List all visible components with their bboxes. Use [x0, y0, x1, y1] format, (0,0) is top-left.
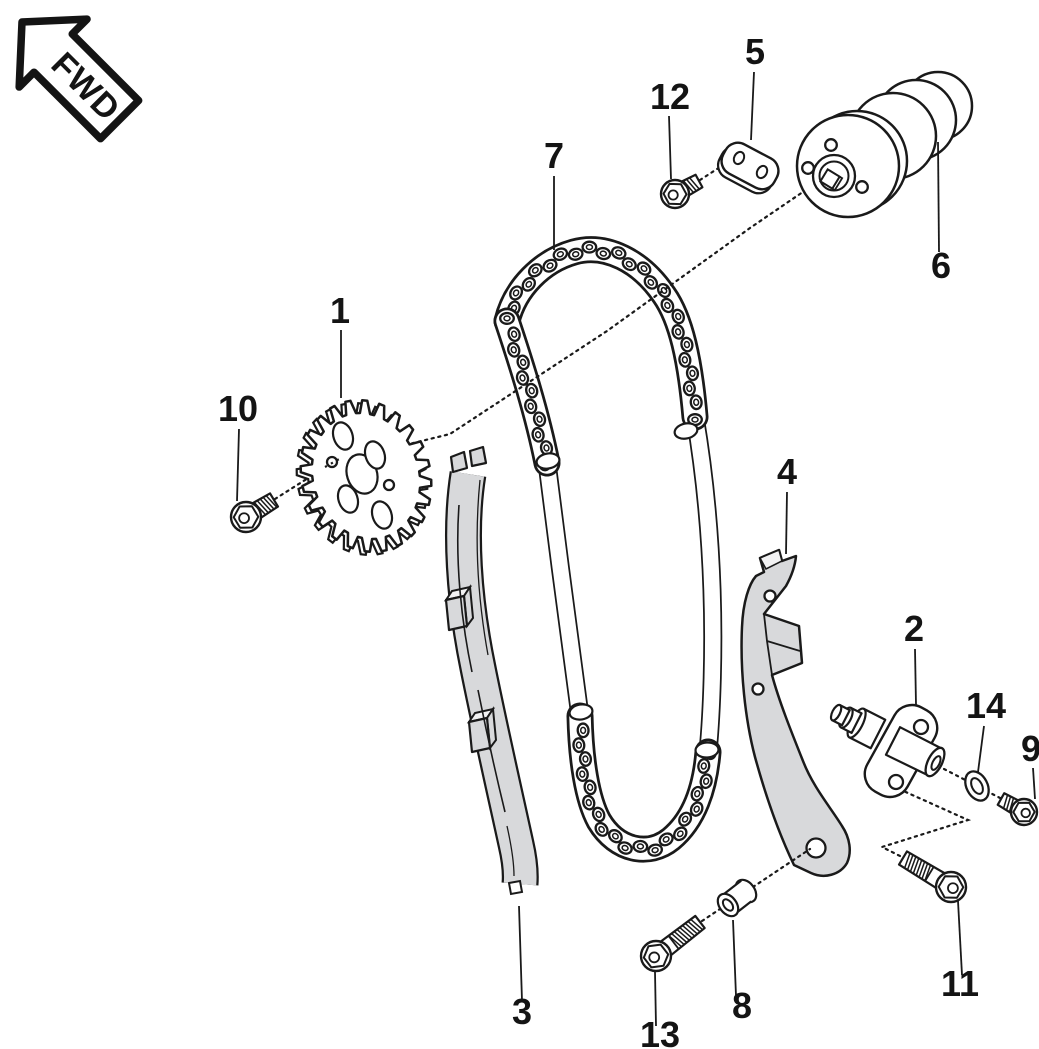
bolt-9-part — [996, 792, 1039, 827]
camshaft-part — [795, 70, 974, 219]
part-number-label: 7 — [544, 135, 564, 176]
leader-line — [668, 115, 672, 180]
bolt-10-part — [229, 492, 280, 534]
part-number-label: 13 — [640, 1014, 680, 1049]
part-number-label: 5 — [745, 31, 765, 72]
dotted-bolt12-plate — [698, 158, 733, 182]
callout-11-flange-bolt: 11 — [941, 900, 979, 1004]
leader-line — [957, 900, 963, 976]
tensioner-arm-part — [740, 548, 851, 877]
part-number-label: 9 — [1021, 728, 1039, 769]
leader-line — [937, 141, 940, 253]
leader-line — [732, 919, 737, 997]
callout-10-flange-bolt: 10 — [218, 388, 258, 502]
callout-7-cam-chain: 7 — [544, 135, 564, 250]
retainer-plate-part — [716, 141, 780, 195]
part-number-label: 10 — [218, 388, 258, 429]
bolt-11-part — [897, 850, 968, 904]
callout-13-flange-bolt: 13 — [640, 971, 680, 1049]
callout-1-cam-sprocket: 1 — [330, 290, 350, 398]
leader-line — [1032, 767, 1036, 800]
part-number-label: 2 — [904, 608, 924, 649]
leader-line — [518, 905, 523, 1002]
fwd-direction-badge: FWD — [15, 15, 143, 143]
part-number-label: 4 — [777, 451, 797, 492]
callout-2-chain-tensioner: 2 — [904, 608, 924, 706]
part-number-label: 3 — [512, 991, 532, 1032]
part-number-label: 12 — [650, 76, 690, 117]
chain-tensioner-part — [829, 703, 946, 799]
cam-chain-part — [493, 236, 723, 863]
bolt-12-part — [659, 173, 704, 210]
fwd-arrow-icon — [15, 15, 143, 143]
callout-12-flange-bolt: 12 — [650, 76, 690, 180]
callout-3-chain-guide: 3 — [512, 905, 532, 1032]
callout-8-collar: 8 — [732, 919, 752, 1026]
callout-4-tensioner-arm: 4 — [777, 451, 797, 555]
dotted-tensioner-bolt11-zigzag — [879, 787, 972, 860]
callout-6-camshaft: 6 — [931, 141, 951, 286]
leader-line — [914, 648, 917, 706]
part-number-label: 11 — [941, 963, 979, 1004]
part-number-label: 1 — [330, 290, 350, 331]
part-number-label: 6 — [931, 245, 951, 286]
callout-5-retainer-plate: 5 — [745, 31, 765, 141]
bolt-13-part — [639, 914, 706, 973]
part-number-label: 14 — [966, 685, 1006, 726]
leader-line — [977, 725, 985, 773]
callout-14-washer: 14 — [966, 685, 1006, 773]
chain-guide-part — [443, 445, 539, 896]
leader-line — [236, 428, 240, 502]
cam-sprocket-part — [295, 398, 433, 557]
leader-line — [750, 71, 755, 141]
dotted-bolt13-collar-arm — [700, 847, 812, 923]
washer-part — [964, 770, 990, 802]
callout-9-flange-bolt: 9 — [1021, 728, 1039, 800]
leader-line — [785, 491, 788, 555]
leader-line — [654, 971, 657, 1027]
collar-part — [716, 878, 758, 918]
part-number-label: 8 — [732, 985, 752, 1026]
